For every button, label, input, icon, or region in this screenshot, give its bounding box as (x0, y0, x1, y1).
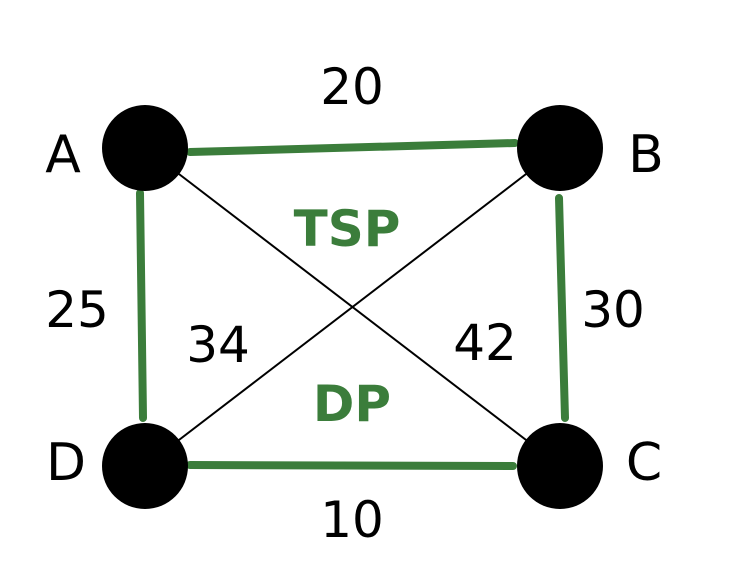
node-d (102, 423, 188, 509)
node-label-d: D (46, 433, 86, 493)
node-c (517, 423, 603, 509)
edge-c-d (186, 461, 517, 470)
node-b (517, 105, 603, 191)
edge-b-d (144, 147, 561, 467)
weight-c-d: 10 (320, 491, 384, 549)
node-label-a: A (45, 125, 81, 185)
weight-b-c: 30 (581, 281, 645, 339)
node-label-b: B (628, 125, 664, 185)
edge-b-c (555, 194, 569, 422)
node-label-c: C (626, 433, 662, 493)
node-a (102, 105, 188, 191)
weight-a-c: 42 (453, 314, 517, 372)
title-dp: DP (313, 375, 391, 433)
weight-a-b: 20 (320, 58, 384, 116)
edge-a-b (186, 139, 519, 156)
title-tsp: TSP (294, 200, 401, 258)
weight-b-d: 34 (186, 316, 250, 374)
edge-d-a (136, 189, 147, 422)
weight-d-a: 25 (45, 281, 109, 339)
